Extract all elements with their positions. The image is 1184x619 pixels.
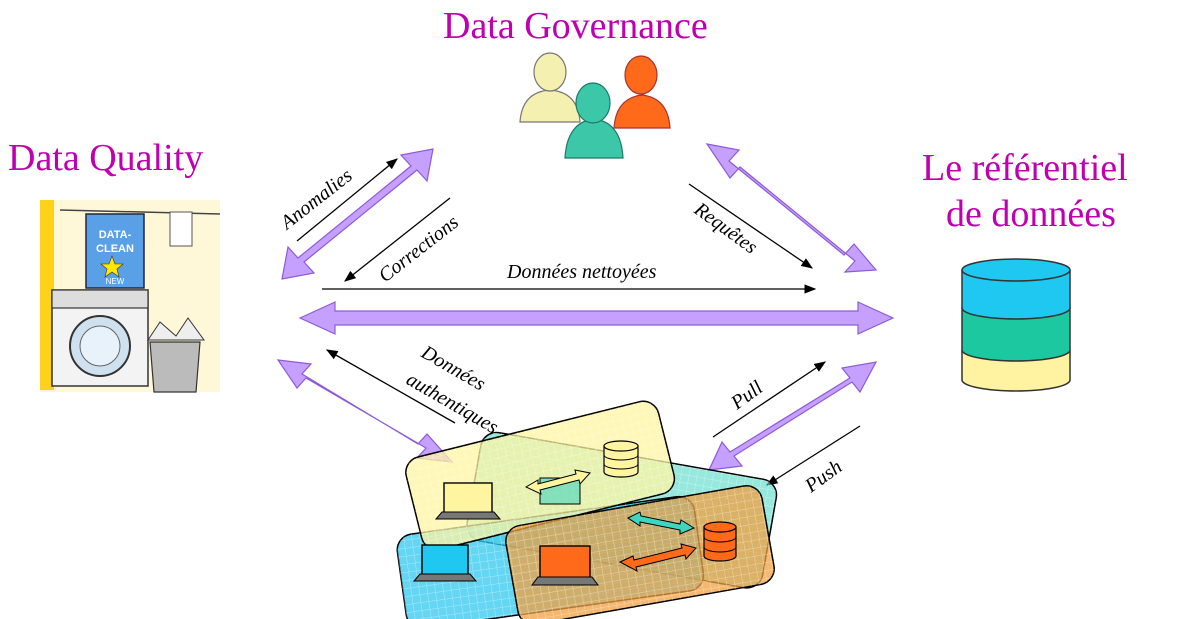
person-orange-icon (613, 55, 671, 129)
push-label: Push (800, 456, 846, 498)
corrections-arrow (344, 197, 451, 282)
arrow-governance-referentiel (705, 143, 878, 273)
arrow-quality-referentiel (298, 301, 895, 335)
push-arrow (766, 425, 861, 486)
requetes-label: Requêtes (689, 198, 761, 259)
arrow-applications-referentiel (708, 361, 878, 471)
laptop-blue-icon (412, 544, 478, 582)
pull-arrow (712, 361, 826, 438)
referentiel-title-line2: de données (946, 193, 1116, 235)
requetes-arrow (688, 183, 813, 269)
small-db-orange-icon (703, 521, 737, 562)
application-systems (396, 400, 778, 619)
people-icon (519, 52, 671, 159)
donnees-nettoyees-label: Données nettoyées (506, 261, 657, 283)
svg-text:CLEAN: CLEAN (96, 243, 134, 255)
laptop-yellow-icon (434, 482, 502, 520)
small-db-yellow-icon (603, 440, 639, 478)
donnees-authentiques-arrow (325, 349, 456, 424)
small-arrow-yellow (524, 469, 591, 495)
person-green-icon (564, 82, 624, 159)
hanging-cloth (169, 211, 193, 247)
small-arrow-orange (618, 543, 697, 572)
data-clean-box: DATA- CLEAN NEW (85, 213, 145, 289)
small-arrow-teal (627, 511, 696, 535)
referentiel-title-line1: Le référentiel (922, 147, 1128, 189)
person-yellow-icon (519, 52, 581, 123)
trash-bin-icon (147, 317, 205, 393)
svg-text:DATA-: DATA- (99, 229, 132, 241)
laptop-orange-icon (531, 545, 599, 586)
app-card-orange (505, 484, 775, 619)
quality-title: Data Quality (8, 137, 204, 179)
data-quality-illustration: DATA- CLEAN NEW (40, 200, 221, 393)
pull-label: Pull (726, 376, 767, 414)
big-arrows (276, 143, 895, 471)
svg-text:NEW: NEW (106, 277, 125, 286)
yellow-wall-stripe (40, 200, 54, 390)
anomalies-arrow (296, 158, 398, 242)
database-icon (961, 258, 1071, 392)
washing-machine-icon (51, 289, 149, 387)
thin-arrows (296, 158, 861, 486)
governance-title: Data Governance (443, 5, 708, 47)
arrow-quality-governance (281, 148, 434, 280)
